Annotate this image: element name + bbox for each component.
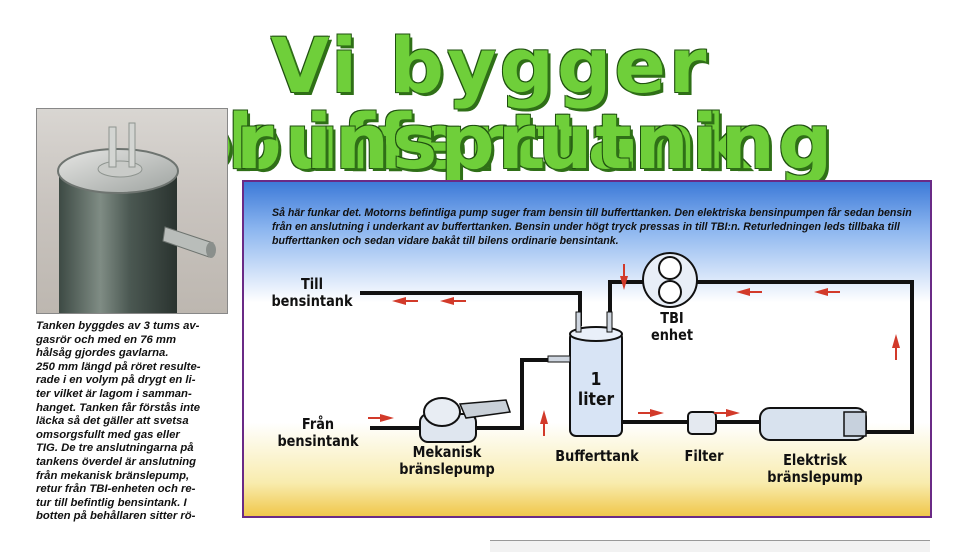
buffer-tank <box>547 311 623 437</box>
tank-photo <box>36 108 228 314</box>
label-fran-bensintank: Från bensintank <box>277 415 359 450</box>
flow-arrow <box>392 297 418 305</box>
flow-arrow <box>368 414 394 422</box>
next-section-edge <box>490 540 930 552</box>
label-filter: Filter <box>684 447 724 465</box>
photo-caption: Tanken byggdes av 3 tums av- gasrör och … <box>36 320 201 523</box>
flow-arrow <box>814 288 840 296</box>
headline-line-2: för insprutning <box>144 97 836 186</box>
fuel-filter <box>687 411 717 435</box>
diagram-description: Så här funkar det. Motorns befintliga pu… <box>272 207 912 247</box>
tank-photo-illustration <box>57 122 216 313</box>
pipe-return-to-tank <box>360 291 582 326</box>
label-till-bensintank: Till bensintank <box>271 275 353 310</box>
flow-arrow <box>714 409 740 417</box>
headline-line-1: Vi bygger bufferttank <box>227 21 753 186</box>
label-tbi-enhet: TBI enhet <box>650 309 694 344</box>
pipe-pressure-line <box>692 280 914 434</box>
electric-pump <box>759 407 867 441</box>
flow-arrow <box>736 288 762 296</box>
flow-arrow <box>892 334 900 360</box>
label-elektrisk-pump: Elektrisk bränslepump <box>767 451 863 486</box>
flow-arrow <box>440 297 466 305</box>
label-bufferttank: Bufferttank <box>555 447 639 465</box>
label-mekanisk-pump: Mekanisk bränslepump <box>399 443 495 478</box>
label-tank-volume: 1 liter <box>577 369 615 410</box>
mechanical-pump <box>419 397 511 443</box>
flow-arrow <box>638 409 664 417</box>
pipe-network <box>360 252 914 443</box>
pipe-mech-to-buffer <box>474 358 550 430</box>
tbi-unit <box>642 252 698 308</box>
flow-arrow <box>540 410 548 436</box>
fuel-system-diagram: Så här funkar det. Motorns befintliga pu… <box>242 180 932 518</box>
flow-arrow <box>620 264 628 290</box>
pipe-tbi-return <box>608 280 644 326</box>
flow-arrows <box>368 264 900 436</box>
